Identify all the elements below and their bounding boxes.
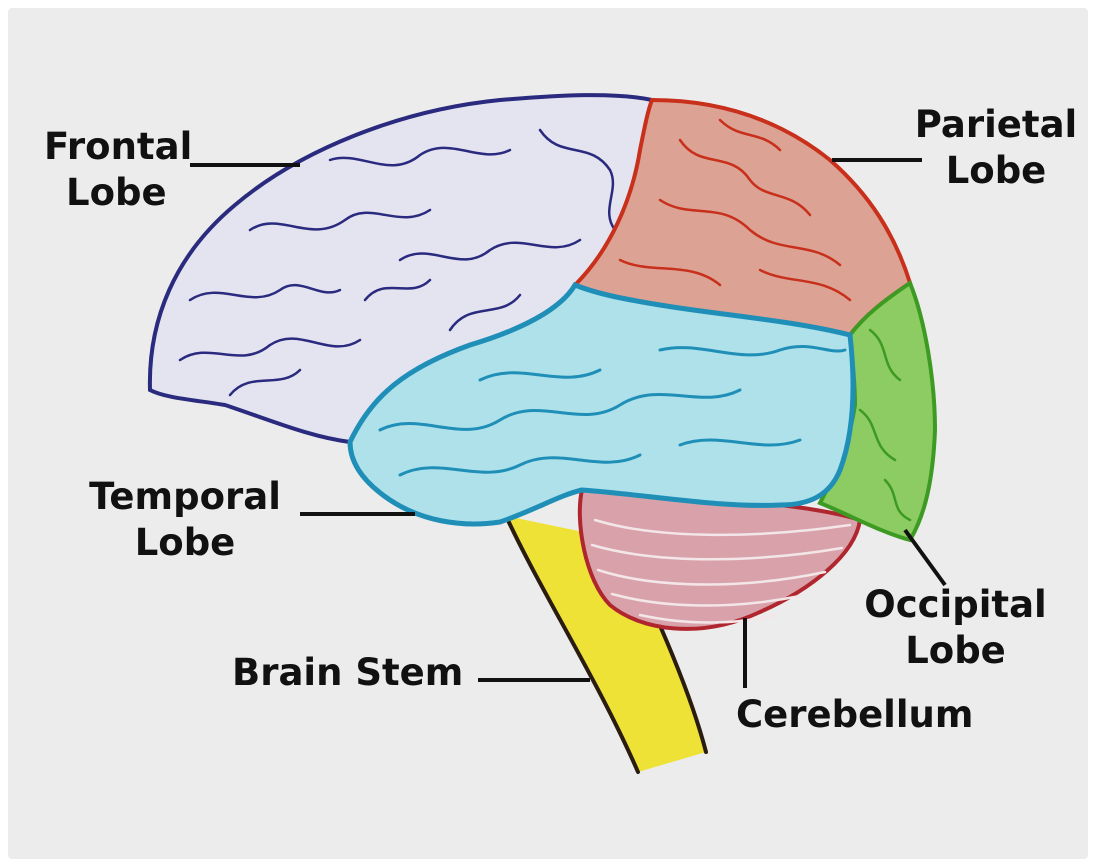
parietal-lobe-label: Parietal Lobe	[906, 102, 1086, 194]
parietal-lobe-label-line2: Lobe	[906, 148, 1086, 194]
brain-stem-label: Brain Stem	[232, 650, 463, 696]
cerebellum-label: Cerebellum	[736, 692, 973, 738]
frontal-lobe-label-line1: Frontal	[44, 124, 192, 170]
occipital-lobe-label-line2: Lobe	[858, 628, 1053, 674]
occipital-lobe-label-line1: Occipital	[858, 582, 1053, 628]
frontal-lobe-label-line2: Lobe	[44, 170, 192, 216]
frontal-lobe-label: Frontal Lobe	[44, 124, 192, 216]
temporal-lobe-label-line2: Lobe	[80, 520, 290, 566]
parietal-lobe-label-line1: Parietal	[906, 102, 1086, 148]
temporal-lobe-label: Temporal Lobe	[80, 474, 290, 566]
temporal-lobe-label-line1: Temporal	[80, 474, 290, 520]
occipital-lobe-label: Occipital Lobe	[858, 582, 1053, 674]
